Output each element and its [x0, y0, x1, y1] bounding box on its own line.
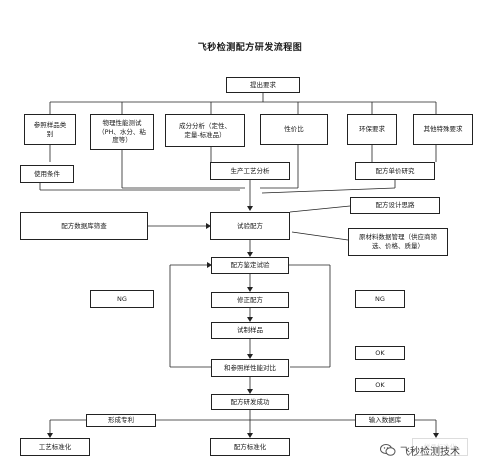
ng-left-box: NG	[90, 290, 154, 308]
watermark-text: 飞秒检测技术	[400, 446, 460, 458]
physical-test-box: 物理性能测试 （PH、水分、粘 度等）	[90, 114, 154, 150]
ok-2-box: OK	[355, 378, 405, 392]
database-screening-box: 配方数据库筛查	[20, 212, 148, 240]
component-analysis-box: 成分分析（定性、 定量-标准品）	[165, 114, 245, 147]
formula-standard-box: 配方标准化	[210, 438, 290, 456]
sample-standard-box: 样品标准化	[412, 438, 468, 456]
unit-price-box: 配方单价研究	[355, 162, 435, 180]
raw-material-mgmt-box: 原材料数据管理（供应商筛 选、价格、质量）	[348, 228, 448, 256]
form-patent-box: 形成专利	[86, 414, 156, 427]
trial-sample-box: 试制样品	[211, 322, 289, 339]
ok-1-box: OK	[355, 346, 405, 360]
success-box: 配方研发成功	[211, 394, 289, 410]
trial-formula-box: 试验配方	[210, 212, 290, 240]
compare-performance-box: 和参照样性能对比	[211, 359, 289, 377]
requirement-box: 提出要求	[226, 77, 300, 93]
wechat-icon	[380, 443, 396, 457]
process-standard-box: 工艺标准化	[20, 438, 90, 456]
design-ideas-box: 配方设计思路	[350, 197, 440, 214]
usage-conditions-box: 使用条件	[20, 165, 74, 183]
env-requirement-box: 环保要求	[347, 114, 397, 145]
ng-right-box: NG	[355, 290, 405, 308]
watermark: 飞秒检测技术	[380, 441, 498, 459]
reference-sample-box: 参照样品类 别	[24, 114, 76, 145]
process-analysis-box: 生产工艺分析	[210, 162, 290, 180]
cost-performance-box: 性价比	[260, 114, 328, 145]
other-requirement-box: 其他特殊要求	[413, 114, 473, 145]
identification-test-box: 配方鉴定试验	[211, 257, 289, 274]
import-db-box: 输入数据库	[355, 414, 415, 427]
page-title: 飞秒检测配方研发流程图	[197, 43, 303, 53]
revise-formula-box: 修正配方	[211, 292, 289, 308]
